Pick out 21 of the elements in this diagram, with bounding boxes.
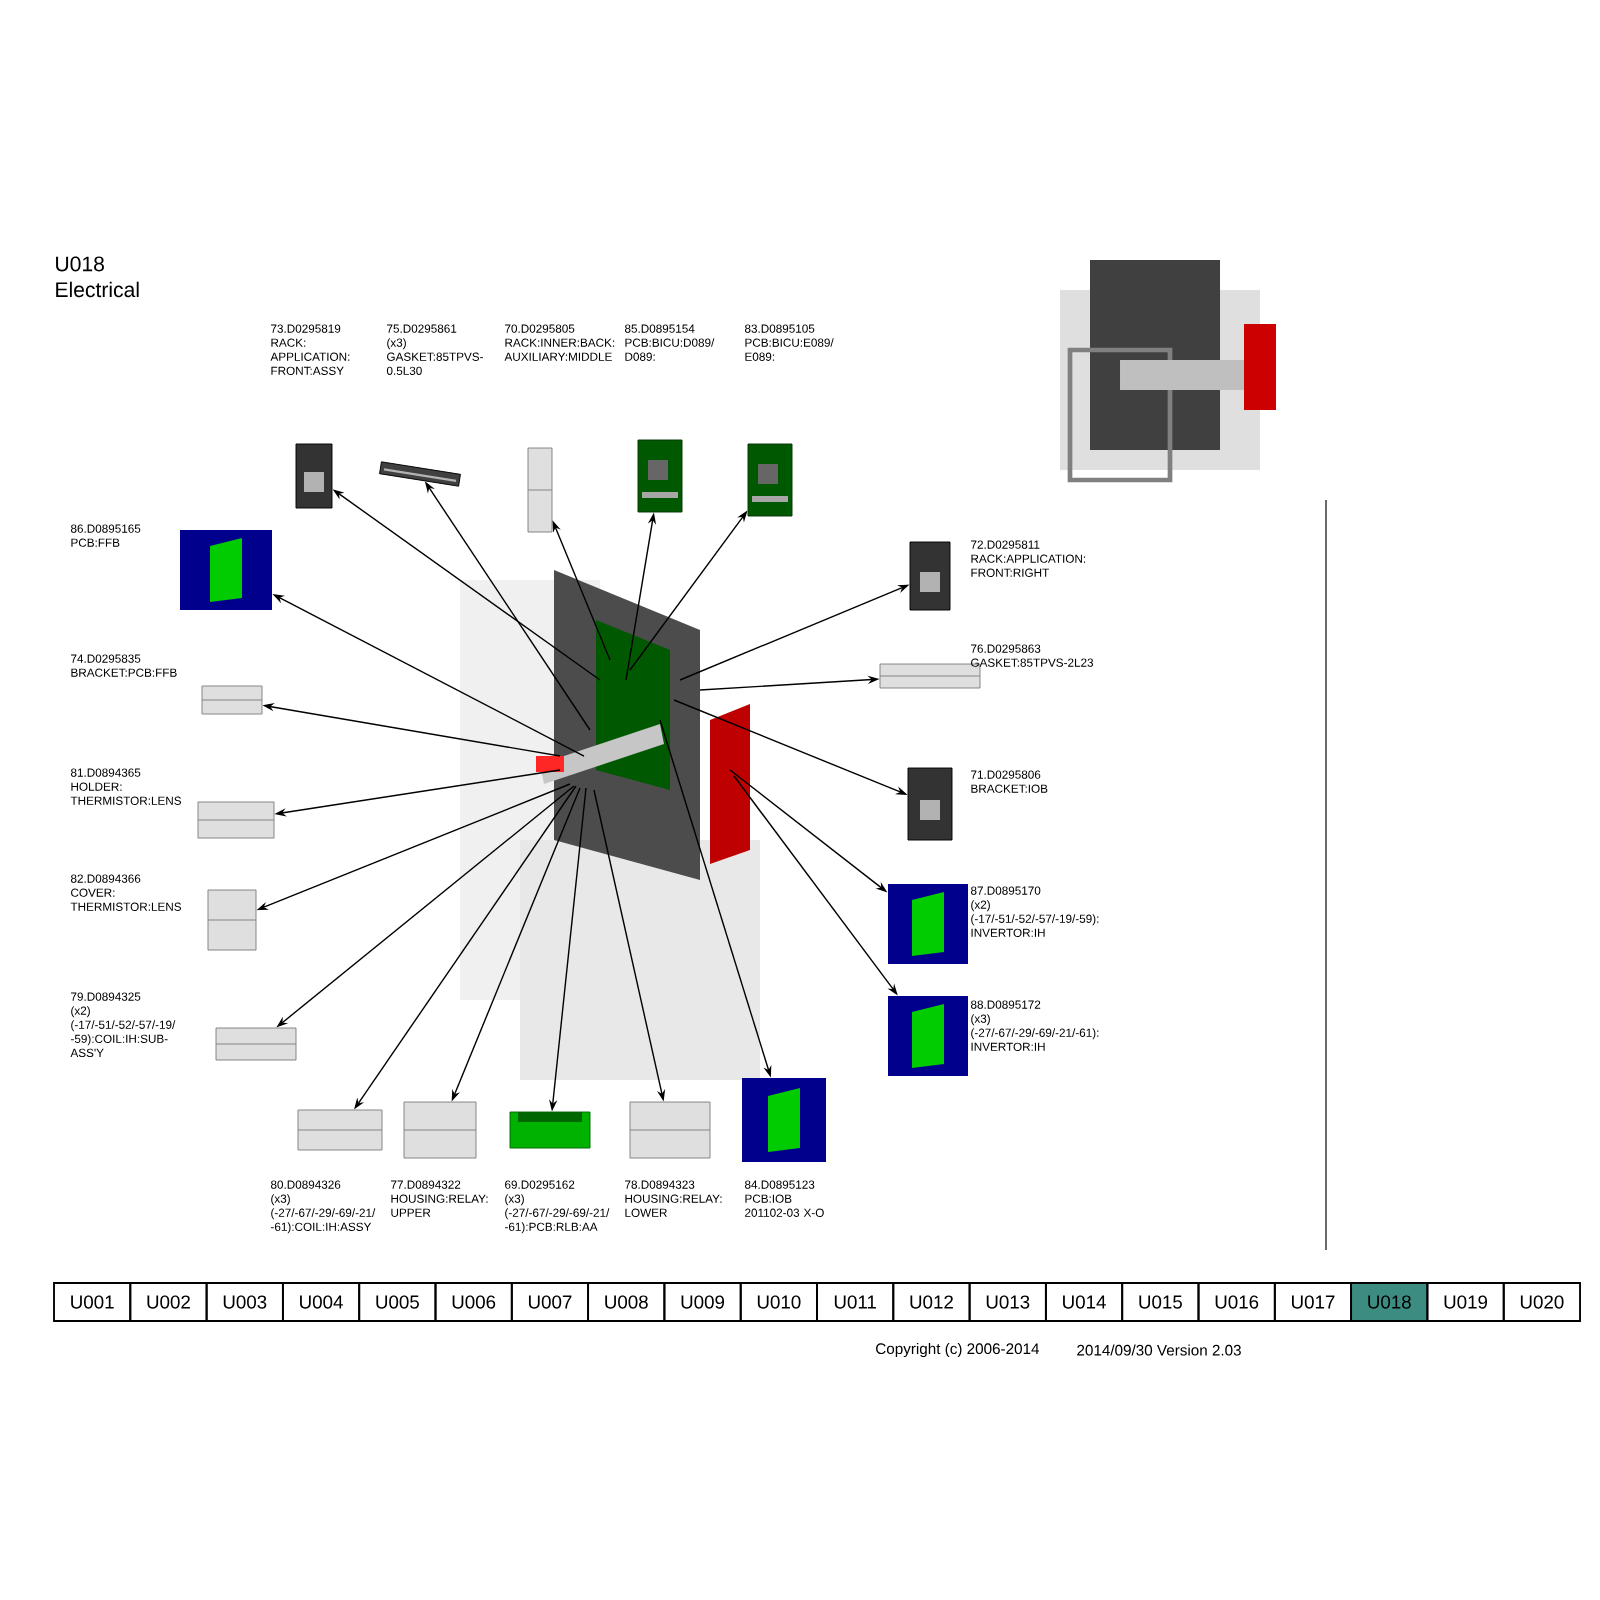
page-tab: U012	[892, 1282, 971, 1322]
page-tab: U005	[358, 1282, 437, 1322]
page-tab: U003	[205, 1282, 284, 1322]
page-tab: U002	[129, 1282, 208, 1322]
page-tab: U010	[739, 1282, 818, 1322]
page-tab: U019	[1426, 1282, 1505, 1322]
page-tab: U013	[968, 1282, 1047, 1322]
page-tab: U016	[1197, 1282, 1276, 1322]
page-tab: U011	[816, 1282, 895, 1322]
page-title: U018 Electrical	[56, 256, 139, 298]
page-tab: U018	[1350, 1282, 1429, 1322]
page-tab: U006	[434, 1282, 513, 1322]
page-tab: U008	[587, 1282, 666, 1322]
page-tab: U007	[510, 1282, 590, 1322]
page-tab: U020	[1502, 1282, 1581, 1322]
assembly-drawing	[460, 570, 760, 1080]
page-tab: U001	[53, 1282, 132, 1322]
page-tab: U004	[281, 1282, 361, 1322]
page-tab: U015	[1121, 1282, 1200, 1322]
page-tab: U009	[663, 1282, 742, 1322]
page-tab: U014	[1044, 1282, 1124, 1322]
